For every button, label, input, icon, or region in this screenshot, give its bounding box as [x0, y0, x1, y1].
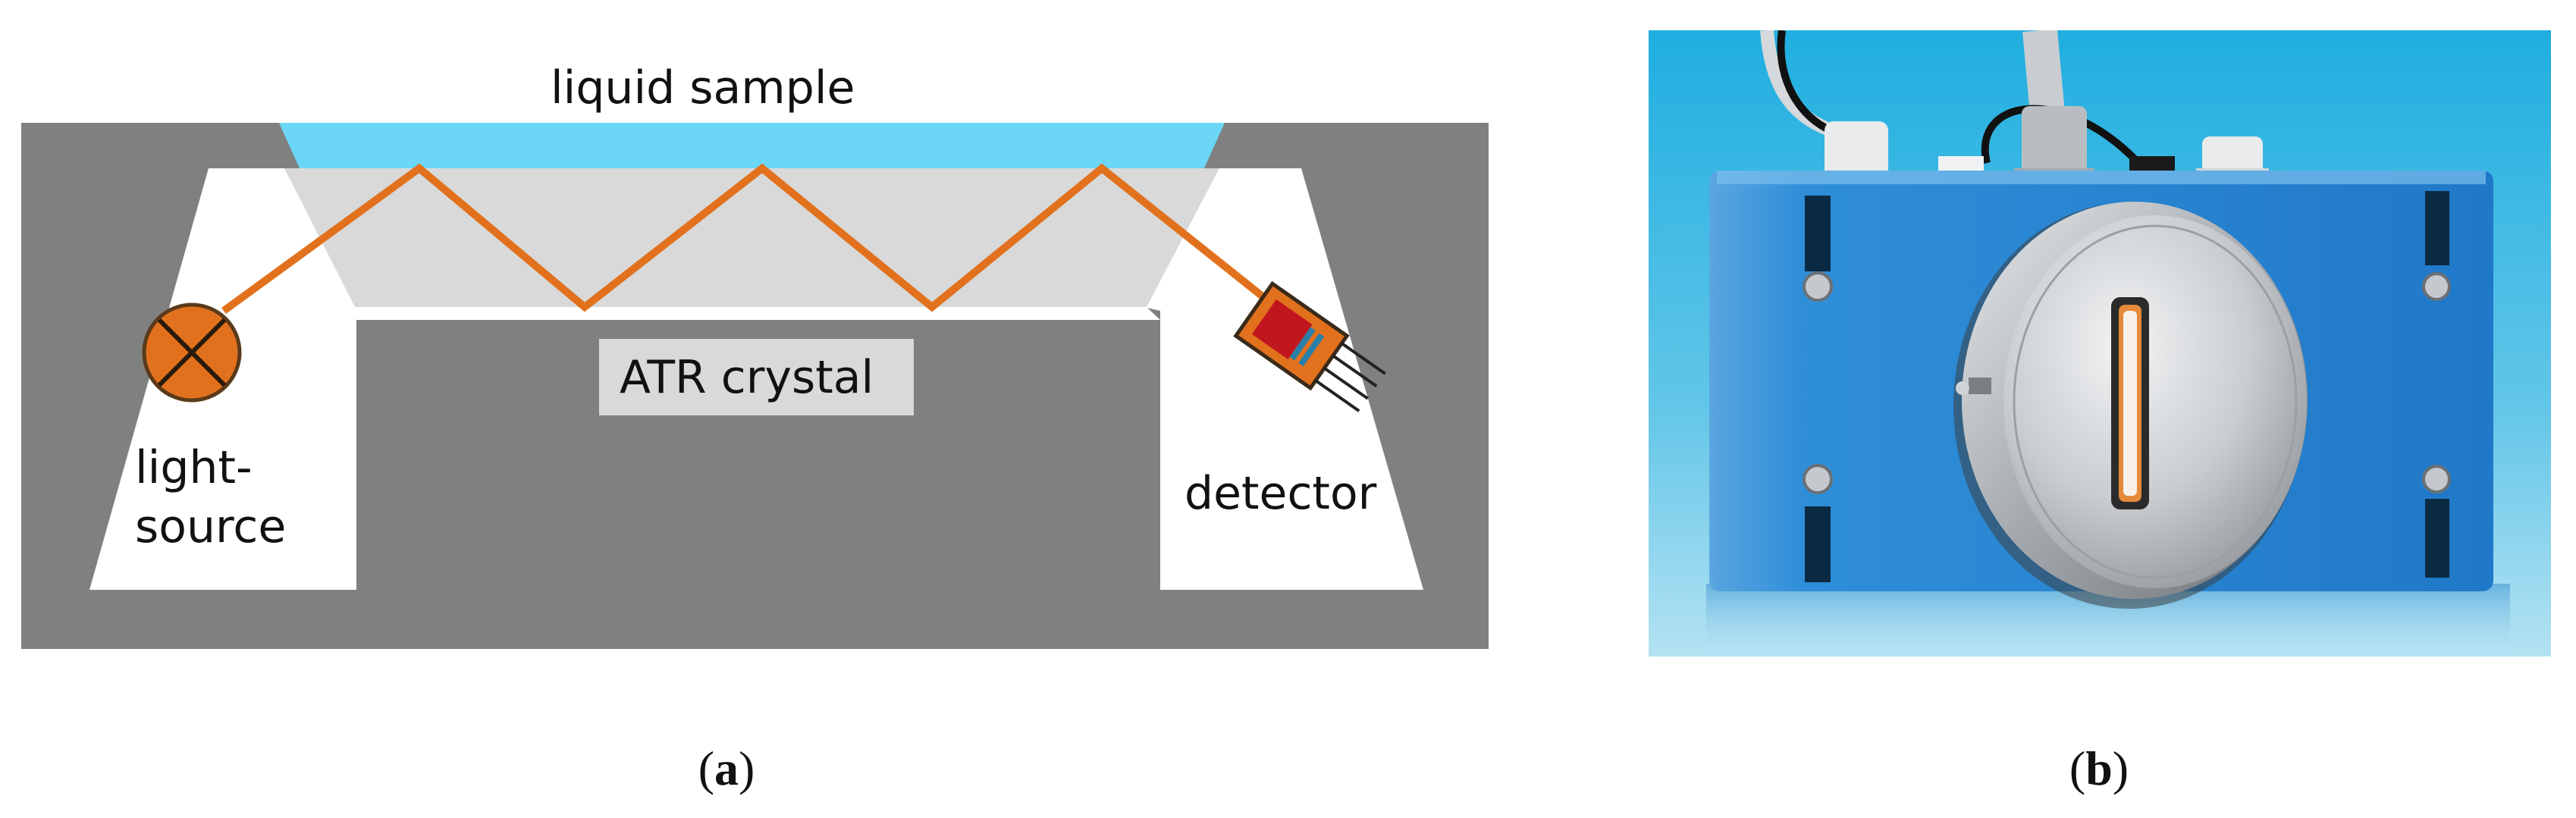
atr-sensor-photo — [1649, 30, 2551, 657]
screw-top-left — [1803, 271, 1833, 302]
light-source-label-line1: light- — [135, 441, 253, 494]
detector-label: detector — [1184, 467, 1377, 520]
detector-chip-icon — [1233, 281, 1386, 412]
side-screw — [1956, 381, 1969, 395]
connector-port-right — [2129, 156, 2175, 173]
crystal-window-inner — [2123, 311, 2137, 496]
atr-crystal-label-box — [599, 339, 914, 415]
liquid-sample-layer — [279, 123, 1225, 168]
housing-slot-top-right — [2425, 191, 2449, 265]
atr-schematic-diagram: ATR crystal liquid sample light- source … — [21, 61, 1489, 649]
light-beam-path — [221, 163, 1288, 318]
light-source-label-line2: source — [135, 500, 286, 553]
housing-slot-bottom-left — [1805, 506, 1831, 582]
liquid-sample-label: liquid sample — [551, 61, 855, 114]
panel-b-caption: (b) — [2069, 741, 2129, 795]
cable-center — [2022, 30, 2065, 116]
light-source-lamp-icon — [142, 302, 242, 403]
side-pin — [1969, 378, 1991, 394]
housing-slot-bottom-right — [2425, 499, 2449, 578]
connector-port-left — [1938, 156, 1984, 173]
crystal-mount-gap — [355, 307, 1160, 320]
disc-groove — [2013, 224, 2298, 579]
screw-top-right — [2422, 272, 2451, 301]
screw-bottom-left — [1803, 464, 1833, 494]
detector-chamber — [1144, 168, 1423, 590]
sensor-window-disc — [2003, 215, 2307, 588]
screw-bottom-right — [2422, 465, 2451, 494]
housing-slot-top-left — [1805, 196, 1831, 271]
panel-a-caption: (a) — [698, 741, 755, 795]
atr-crystal-label: ATR crystal — [620, 351, 874, 404]
housing-top-face — [1717, 171, 2486, 184]
atr-crystal — [284, 168, 1219, 307]
